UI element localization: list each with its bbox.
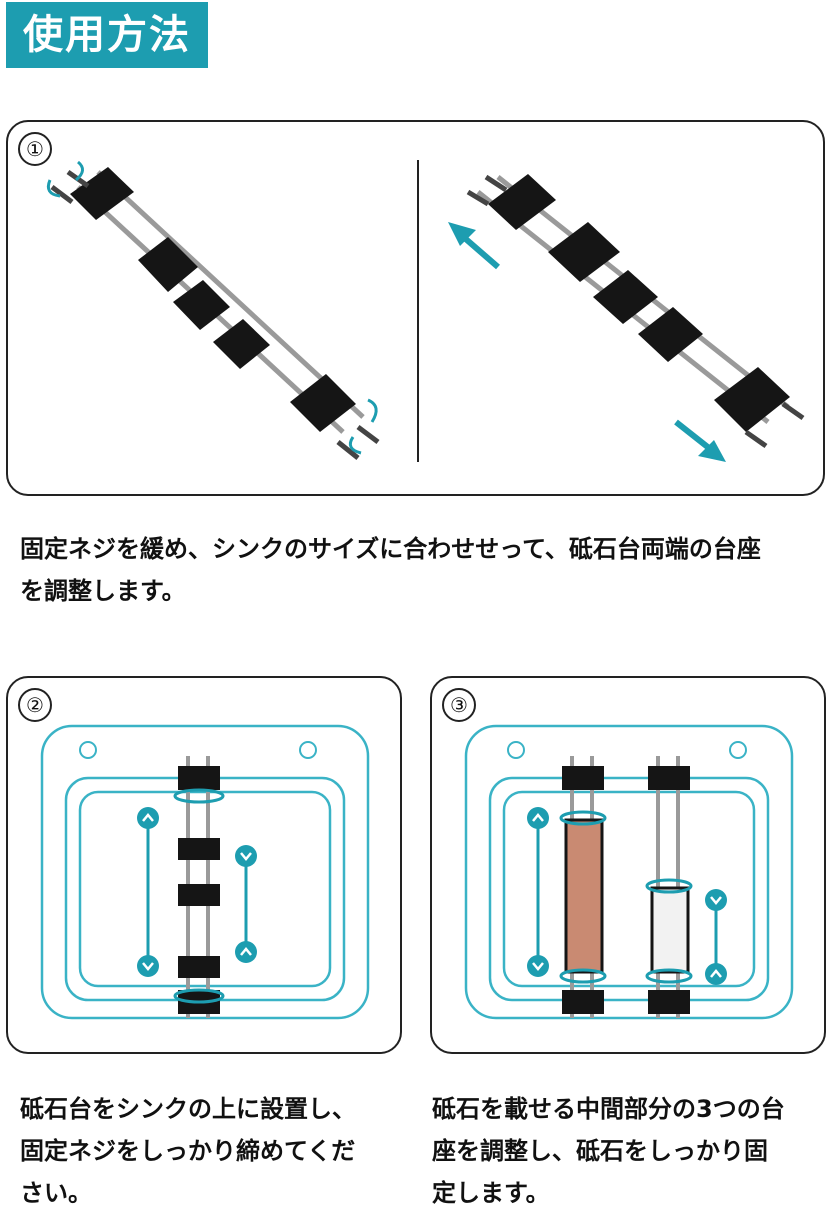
screw (484, 174, 508, 193)
step-1-description: 固定ネジを緩め、シンクのサイズに合わせせって、砥石台両端の台座 を調整します。 (20, 535, 761, 605)
step-3-number: ③ (442, 688, 476, 722)
middle-block (548, 222, 620, 282)
sink-rim (488, 776, 770, 1002)
step-1-number: ① (18, 132, 52, 166)
end-block (562, 766, 604, 790)
end-block (648, 766, 690, 790)
middle-block (178, 838, 220, 860)
sink-hole (79, 741, 97, 759)
screw (466, 189, 490, 207)
step-3-description: 砥石を載せる中間部分の3つの台 座を調整し、砥石をしっかり固 定します。 (432, 1095, 785, 1207)
screw (336, 440, 360, 460)
chevron-down-icon (137, 955, 159, 977)
chevron-down-icon (527, 955, 549, 977)
rotate-arrow-icon (75, 160, 84, 182)
end-block (290, 374, 356, 432)
sink-outline (464, 724, 794, 1020)
step-1-illustration (46, 160, 805, 462)
page-title: 使用方法 (6, 2, 208, 68)
sink-hole (729, 741, 747, 759)
sink-hole (299, 741, 317, 759)
end-block (714, 367, 790, 432)
middle-block (138, 237, 198, 292)
middle-block (593, 270, 658, 324)
sink-basin (78, 790, 332, 988)
arrow-head (698, 440, 726, 462)
rotate-arrow-icon (559, 968, 607, 984)
chevron-up-icon (527, 807, 549, 829)
rotate-arrow-icon (645, 878, 693, 894)
end-block (70, 167, 134, 220)
middle-block (213, 319, 270, 369)
rotate-arrow-icon (348, 436, 362, 455)
rotate-arrow-icon (645, 968, 693, 984)
step-2-illustration (40, 724, 370, 1020)
step-2-description: 砥石台をシンクの上に設置し、 固定ネジをしっかり締めてくだ さい。 (20, 1095, 356, 1207)
screw (781, 401, 805, 421)
rotate-arrow-icon (173, 788, 225, 804)
end-block (562, 990, 604, 1014)
screw (50, 185, 74, 204)
step-3-panel: ③ (430, 676, 826, 1054)
rotate-arrow-icon (46, 179, 61, 198)
chevron-up-icon (705, 963, 727, 985)
rotate-arrow-icon (367, 398, 378, 423)
sink-basin (502, 790, 756, 988)
step-3-illustration (464, 724, 794, 1020)
screw (744, 429, 768, 449)
whetstone-brown (564, 818, 604, 974)
rotate-arrow-icon (559, 810, 607, 826)
screw (356, 425, 380, 444)
chevron-up-icon (137, 807, 159, 829)
chevron-down-icon (705, 889, 727, 911)
end-block (648, 990, 690, 1014)
chevron-up-icon (235, 941, 257, 963)
sink-hole (507, 741, 525, 759)
end-block (178, 766, 220, 790)
middle-block (178, 884, 220, 906)
step-2-number: ② (18, 688, 52, 722)
middle-block (638, 307, 703, 362)
arrow-head (448, 222, 476, 246)
whetstone-white (650, 886, 690, 974)
step-2-panel: ② (6, 676, 402, 1054)
middle-block (178, 956, 220, 978)
end-block (488, 174, 556, 230)
sink-outline (40, 724, 370, 1020)
rod (96, 170, 365, 419)
step-1-panel: ① (6, 120, 825, 496)
stone-holder-left (46, 160, 380, 460)
middle-block (173, 280, 230, 330)
rotate-arrow-icon (173, 988, 225, 1004)
stone-holder-right (448, 174, 805, 462)
chevron-down-icon (235, 845, 257, 867)
